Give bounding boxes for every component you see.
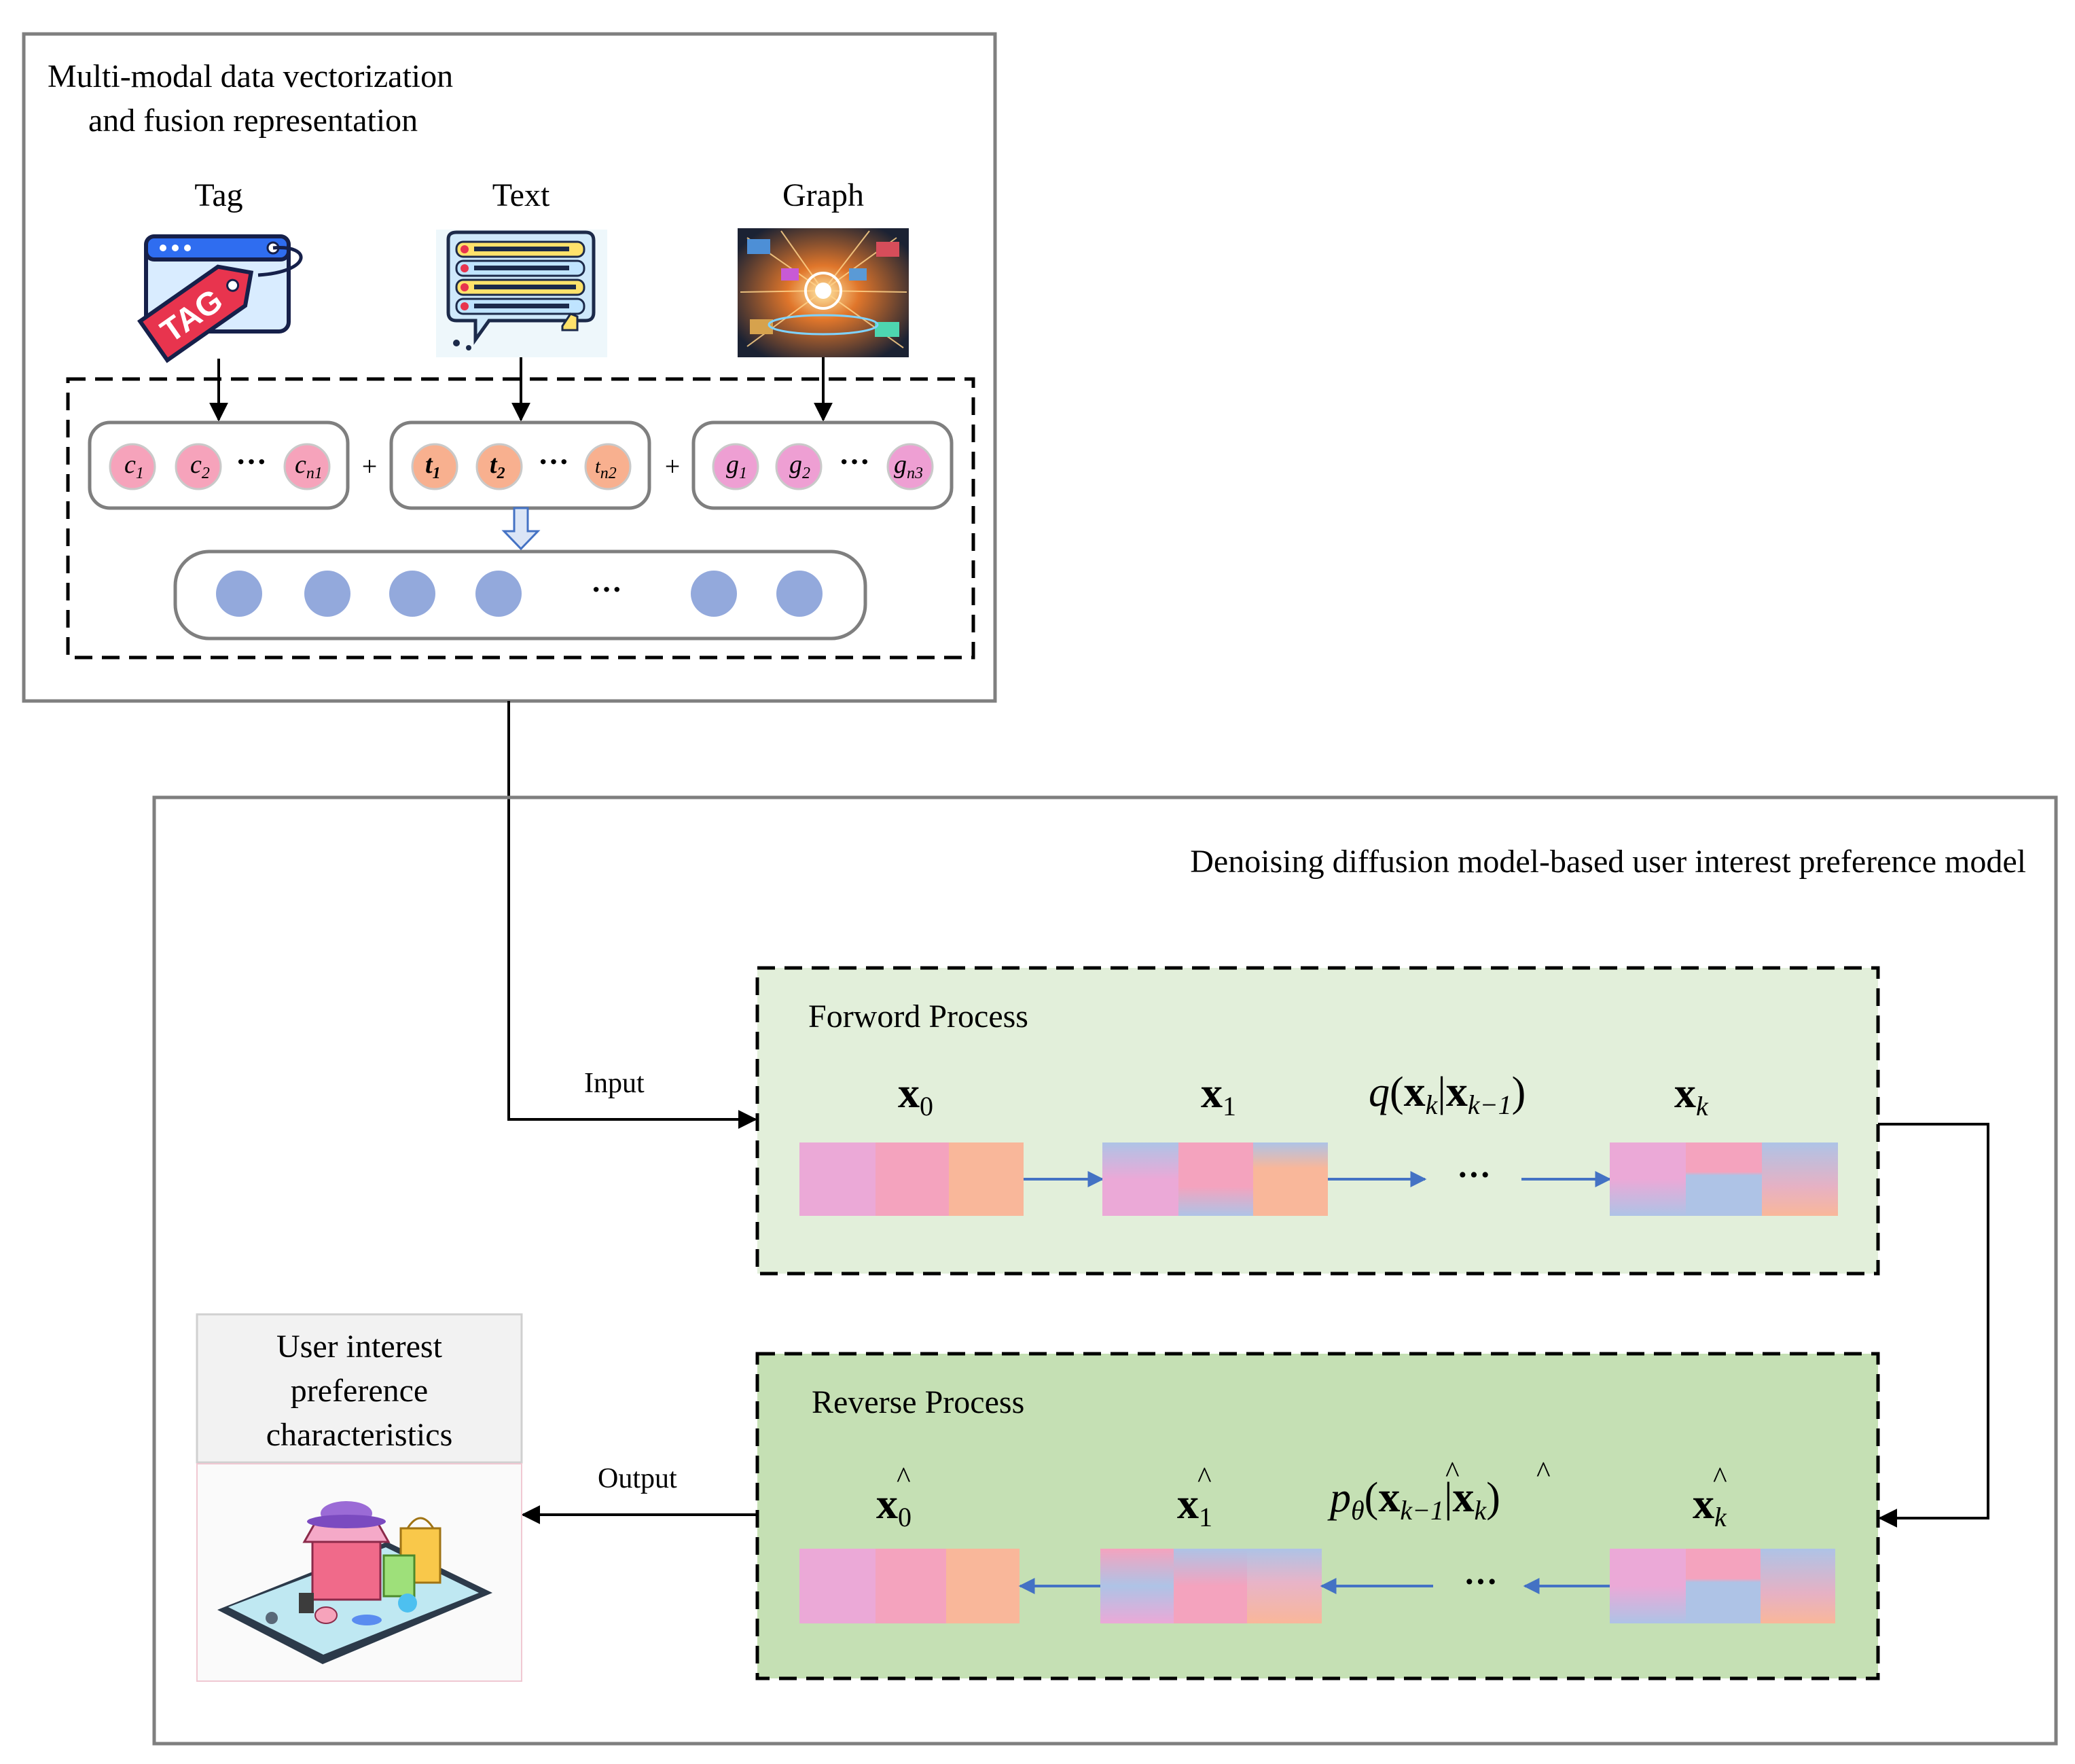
tag-icon: TAG <box>134 230 304 363</box>
vectorization-dashed-box <box>66 377 975 660</box>
output-box-line3: characteristics <box>266 1417 453 1453</box>
reverse-vector-xk <box>1610 1549 1835 1623</box>
text-token-ellipsis: ··· <box>538 444 569 479</box>
diffusion-panel-title: Denoising diffusion model-based user int… <box>1190 844 2026 880</box>
reverse-vector-x0 <box>799 1549 1020 1623</box>
reverse-process-title: Reverse Process <box>812 1384 1024 1420</box>
tag-token-2-label: c2 <box>190 450 210 482</box>
reverse-xk-label: xk <box>1693 1479 1727 1532</box>
reverse-ellipsis: ··· <box>1464 1562 1498 1600</box>
forward-x0-label: x0 <box>898 1068 933 1121</box>
reverse-p-formula: pθ(xk−1|xk) <box>1327 1473 1500 1526</box>
text-token-1 <box>411 443 458 490</box>
input-label: Input <box>584 1068 645 1099</box>
forward-process-box <box>755 966 1880 1276</box>
forward-vector-x0 <box>799 1142 1024 1216</box>
fused-token <box>216 571 262 617</box>
diffusion-panel-frame <box>152 795 2058 1746</box>
forward-ellipsis: ··· <box>1457 1155 1491 1193</box>
tag-token-ellipsis: ··· <box>236 444 267 479</box>
modality-label-tag: Tag <box>194 177 242 213</box>
fused-token-ellipsis: ··· <box>591 572 622 607</box>
graph-token-group <box>691 420 954 510</box>
reverse-p-hat-1: ^ <box>1445 1456 1460 1489</box>
modality-label-text: Text <box>492 177 550 213</box>
fused-token <box>776 571 823 617</box>
fused-token <box>691 571 737 617</box>
tag-token-1-label: c1 <box>124 450 144 482</box>
reverse-p-hat-2: ^ <box>1536 1456 1551 1489</box>
output-label: Output <box>598 1463 677 1494</box>
graph-token-ellipsis: ··· <box>839 444 870 479</box>
reverse-xk-hat: ^ <box>1713 1461 1727 1494</box>
reverse-x0-hat: ^ <box>897 1461 911 1494</box>
reverse-process-box <box>755 1352 1880 1680</box>
reverse-x0-label: x0 <box>876 1479 912 1532</box>
plus-sign-2: + <box>665 451 681 482</box>
reverse-vector-x1 <box>1100 1549 1322 1623</box>
fusion-down-arrow <box>501 507 541 551</box>
tag-token-n1-label: cn1 <box>295 450 323 482</box>
fusion-panel-title-line1: Multi-modal data vectorization <box>48 58 453 94</box>
fusion-panel: Multi-modal data vectorization and fusio… <box>22 32 997 703</box>
forward-x1-label: x1 <box>1201 1068 1236 1121</box>
text-token-2 <box>475 443 523 490</box>
fused-token <box>304 571 350 617</box>
tag-token-2 <box>175 443 222 490</box>
text-token-1-label: t1 <box>425 450 441 482</box>
graph-token-n3 <box>886 443 934 490</box>
graph-token-1 <box>712 443 759 490</box>
input-connector <box>507 701 757 1129</box>
forward-vector-xk <box>1610 1142 1838 1216</box>
forward-q-formula: q(xk|xk−1) <box>1369 1067 1526 1120</box>
graph-token-1-label: g1 <box>726 450 747 482</box>
modality-label-graph: Graph <box>782 177 864 213</box>
forward-vector-x1 <box>1102 1142 1328 1216</box>
shopping-phone-icon <box>217 1501 492 1664</box>
forward-process-title: Forword Process <box>808 998 1028 1034</box>
speech-bubble-review-icon <box>436 230 607 357</box>
text-token-n2-label: tn2 <box>595 456 617 482</box>
text-token-n2 <box>584 443 632 490</box>
forward-xk-label: xk <box>1674 1068 1709 1121</box>
network-graph-image-icon <box>738 228 909 357</box>
output-box-line1: User interest <box>276 1329 443 1365</box>
fused-token <box>389 571 435 617</box>
fusion-panel-title-line2: and fusion representation <box>88 103 418 139</box>
graph-token-2 <box>775 443 823 490</box>
reverse-x1-hat: ^ <box>1197 1461 1212 1494</box>
output-box-line2: preference <box>291 1373 428 1409</box>
graph-token-n3-label: gn3 <box>894 450 923 482</box>
forward-to-reverse-connector <box>1878 1123 1989 1528</box>
text-token-2-label: t2 <box>490 450 505 482</box>
reverse-x1-label: x1 <box>1177 1479 1212 1532</box>
graph-token-2-label: g2 <box>789 450 810 482</box>
fused-token <box>475 571 522 617</box>
tag-token-n1 <box>283 443 331 490</box>
tag-token-1 <box>109 443 156 490</box>
diffusion-panel: Denoising diffusion model-based user int… <box>152 795 2058 1746</box>
plus-sign-1: + <box>362 451 378 482</box>
user-preference-output-box: User interest preference characteristics <box>196 1313 523 1682</box>
